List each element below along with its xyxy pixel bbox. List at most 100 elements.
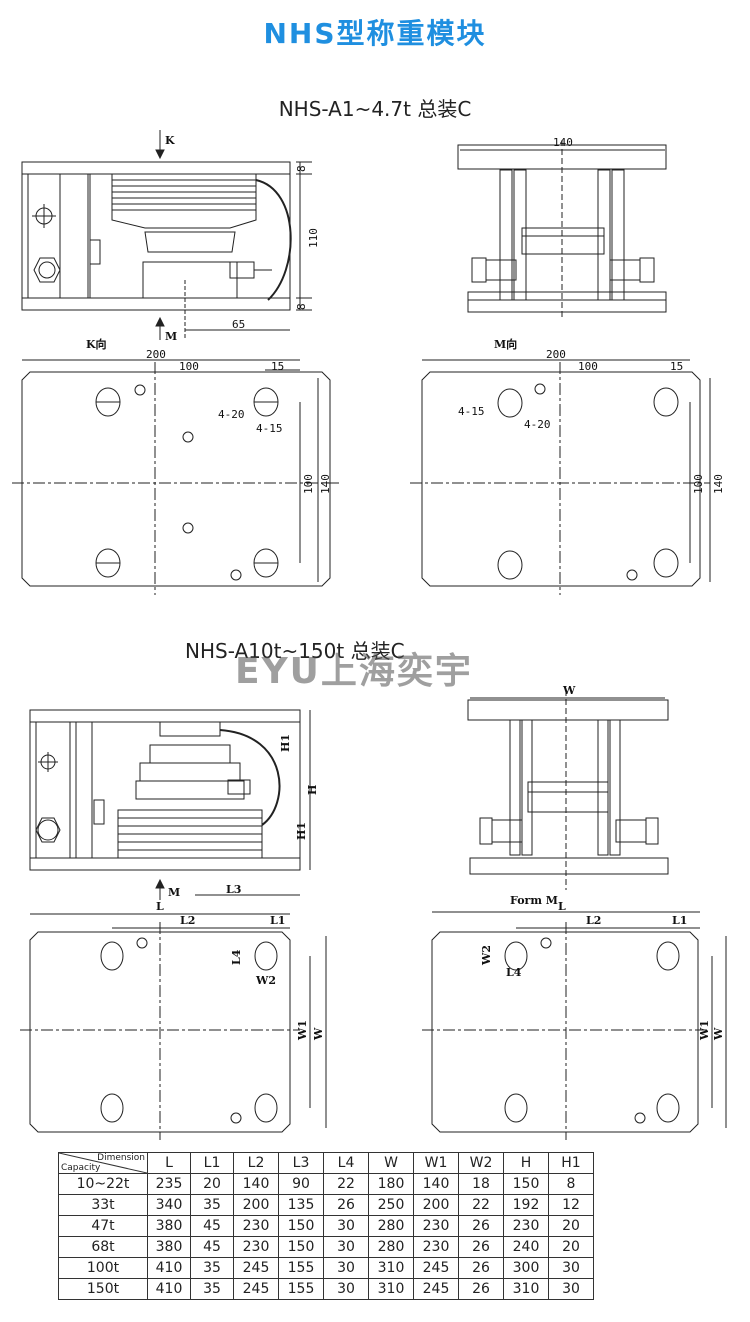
table-cell: 155	[278, 1257, 324, 1279]
table-cell: 240	[503, 1236, 549, 1258]
s2-br-w: W	[712, 1027, 725, 1041]
col-header: L4	[323, 1152, 369, 1174]
s2-bl-l2: L2	[180, 914, 195, 927]
s1-k-dim-15: 15	[271, 360, 284, 373]
table-cell: 20	[548, 1236, 594, 1258]
s2-h1-bottom: H1	[295, 822, 308, 840]
table-cell: 90	[278, 1173, 324, 1195]
table-cell: 280	[368, 1236, 414, 1258]
page-title: NHS型称重模块	[263, 17, 487, 50]
table-cell: 30	[323, 1257, 369, 1279]
table-cell: 35	[190, 1194, 234, 1216]
s2-bl-l: L	[156, 900, 164, 913]
s2-br-l: L	[558, 900, 566, 913]
s1-k-hole-a: 4-20	[218, 408, 245, 421]
section1-title: NHS-A1~4.7t 总装C	[278, 97, 472, 121]
table-cell: 340	[147, 1194, 191, 1216]
capacity-cell: 33t	[58, 1194, 148, 1216]
section1-drawings: K M 8 110 8 65 140 K向 200 100 15 4-20 4-…	[12, 130, 725, 595]
capacity-cell: 100t	[58, 1257, 148, 1279]
s1-m-dim-100v: 100	[692, 474, 705, 494]
table-cell: 150	[278, 1236, 324, 1258]
table-cell: 245	[233, 1278, 279, 1300]
table-cell: 20	[190, 1173, 234, 1195]
corner-dimension: Dimension	[97, 1153, 145, 1163]
s2-bottom-left-view	[20, 913, 327, 1140]
table-cell: 200	[233, 1194, 279, 1216]
table-cell: 20	[548, 1215, 594, 1237]
table-cell: 135	[278, 1194, 324, 1216]
table-cell: 380	[147, 1215, 191, 1237]
s1-k-dim-200: 200	[146, 348, 166, 361]
col-header: W2	[458, 1152, 504, 1174]
s2-bl-w1: W1	[296, 1020, 309, 1041]
s2-bottom-right-view	[422, 911, 727, 1140]
s1-dim-8-bottom: 8	[295, 303, 308, 310]
table-cell: 192	[503, 1194, 549, 1216]
table-cell: 280	[368, 1215, 414, 1237]
table-cell: 26	[458, 1278, 504, 1300]
table-cell: 310	[368, 1278, 414, 1300]
s1-m-view-label: M向	[494, 337, 517, 351]
s2-br-w2: W2	[480, 945, 493, 966]
table-cell: 45	[190, 1236, 234, 1258]
s2-side-view	[29, 709, 311, 900]
s1-m-hole-b: 4-20	[524, 418, 551, 431]
col-header: H	[503, 1152, 549, 1174]
table-cell: 26	[458, 1236, 504, 1258]
s1-m-dim-200: 200	[546, 348, 566, 361]
table-cell: 230	[503, 1215, 549, 1237]
s1-m-dim-140v: 140	[712, 474, 725, 494]
col-header: L3	[278, 1152, 324, 1174]
table-cell: 35	[190, 1278, 234, 1300]
s2-bl-w2: W2	[255, 974, 276, 987]
table-cell: 30	[548, 1278, 594, 1300]
s1-k-dim-100v: 100	[302, 474, 315, 494]
s1-front-dim-140: 140	[553, 136, 573, 149]
s1-label-m: M	[165, 330, 177, 343]
s2-bl-w: W	[312, 1027, 325, 1041]
capacity-cell: 68t	[58, 1236, 148, 1258]
col-header: L	[147, 1152, 191, 1174]
table-cell: 18	[458, 1173, 504, 1195]
s1-k-dim-140v: 140	[319, 474, 332, 494]
s2-h1-top: H1	[279, 734, 292, 752]
table-cell: 235	[147, 1173, 191, 1195]
s1-m-hole-a: 4-15	[458, 405, 485, 418]
s2-br-l2: L2	[586, 914, 601, 927]
s1-front-view	[457, 140, 667, 320]
s1-dim-110: 110	[307, 228, 320, 248]
s2-l3: L3	[226, 883, 241, 896]
table-cell: 150	[278, 1215, 324, 1237]
s2-br-form: Form M	[510, 894, 558, 907]
table-cell: 380	[147, 1236, 191, 1258]
table-cell: 250	[368, 1194, 414, 1216]
s1-dim-8-top: 8	[295, 165, 308, 172]
spec-header-row: Dimension Capacity L L1 L2 L3 L4 W W1 W2…	[58, 1152, 594, 1174]
s1-k-hole-b: 4-15	[256, 422, 283, 435]
section2-drawings: H1 H H1 M L3 W L L2 L1 L4 W2 W1 W Form M…	[20, 684, 727, 1140]
s2-label-m: M	[168, 886, 180, 899]
table-cell: 30	[323, 1236, 369, 1258]
s1-label-k: K	[165, 134, 175, 147]
col-header: W1	[413, 1152, 459, 1174]
s1-k-view	[12, 359, 340, 595]
table-cell: 310	[368, 1257, 414, 1279]
table-cell: 230	[413, 1236, 459, 1258]
table-cell: 230	[413, 1215, 459, 1237]
s2-front-w: W	[562, 684, 576, 697]
table-cell: 410	[147, 1278, 191, 1300]
watermark: EYU上海奕宇	[235, 651, 473, 692]
s2-front-view	[467, 690, 669, 890]
table-cell: 180	[368, 1173, 414, 1195]
table-cell: 140	[233, 1173, 279, 1195]
table-cell: 30	[323, 1278, 369, 1300]
table-cell: 26	[458, 1257, 504, 1279]
table-cell: 245	[233, 1257, 279, 1279]
table-cell: 230	[233, 1236, 279, 1258]
s2-h: H	[306, 785, 319, 795]
s1-m-view	[410, 359, 711, 595]
